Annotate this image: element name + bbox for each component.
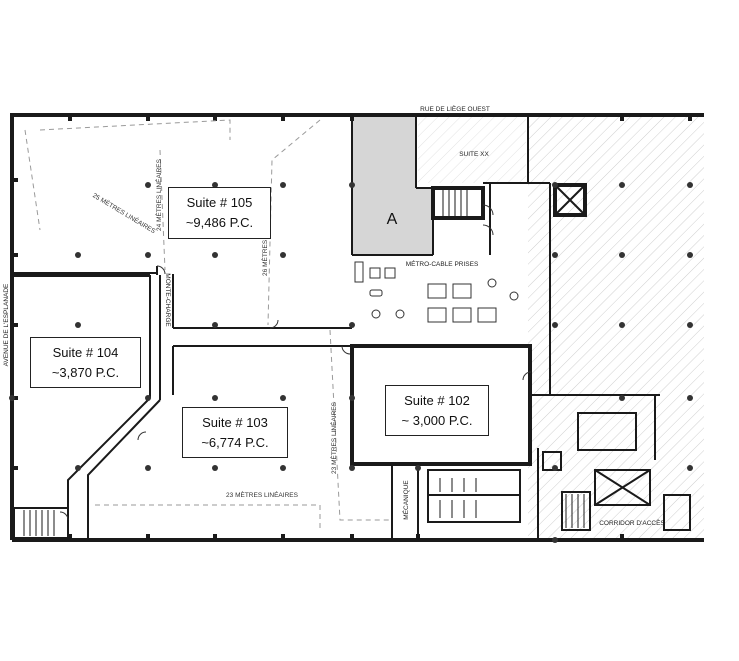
doors (59, 204, 532, 521)
suite-xx-area (418, 117, 526, 183)
meeting-label: MÉTRO-CABLE PRISES (406, 259, 479, 268)
measure-label: 26 MÈTRES LINÉAIRES (260, 203, 269, 276)
suite-name: Suite # 103 (202, 415, 268, 430)
measure-label: 24 MÈTRES LINÉAIRES (154, 158, 163, 231)
area-a-label: A (387, 211, 398, 228)
measure-label: 23 MÈTRES LINÉAIRES (226, 490, 299, 499)
suite-area: ~9,486 P.C. (185, 215, 254, 230)
interior-walls (12, 117, 691, 540)
mechanical-label: MÉCANIQUE (401, 480, 410, 520)
suite-name: Suite # 105 (186, 195, 253, 210)
structural-columns (9, 182, 693, 543)
suite-name: Suite # 102 (404, 393, 470, 408)
suite-area: ~ 3,000 P.C. (401, 413, 473, 428)
measure-label: 25 MÈTRES LINÉAIRES (91, 190, 158, 235)
suite-105-box[interactable]: Suite # 105 ~9,486 P.C. (168, 187, 271, 239)
freight-label: MONTE-CHARGE (164, 273, 171, 327)
street-top-label: RUE DE LIÈGE OUEST (420, 104, 490, 113)
suite-104-box[interactable]: Suite # 104 ~3,870 P.C. (30, 337, 141, 388)
outer-walls (10, 113, 704, 542)
suite-area: ~6,774 P.C. (201, 435, 269, 450)
suite-103-box[interactable]: Suite # 103 ~6,774 P.C. (182, 407, 288, 458)
lounge-furniture (354, 261, 519, 323)
dimension-lines (24, 119, 392, 530)
hatched-east-area (528, 117, 704, 540)
corridor-label: CORRIDOR D'ACCÈS (599, 518, 665, 527)
suite-name: Suite # 104 (52, 345, 119, 360)
suite-102-box[interactable]: Suite # 102 ~ 3,000 P.C. (385, 385, 489, 436)
street-left-label: AVENUE DE L'ESPLANADE (3, 283, 10, 366)
measure-label: 23 MÈTRES LINÉAIRES (329, 401, 338, 474)
suite-xx-label: SUITE XX (459, 151, 489, 158)
suite-area: ~3,870 P.C. (51, 365, 120, 380)
area-a-fill (352, 117, 433, 255)
